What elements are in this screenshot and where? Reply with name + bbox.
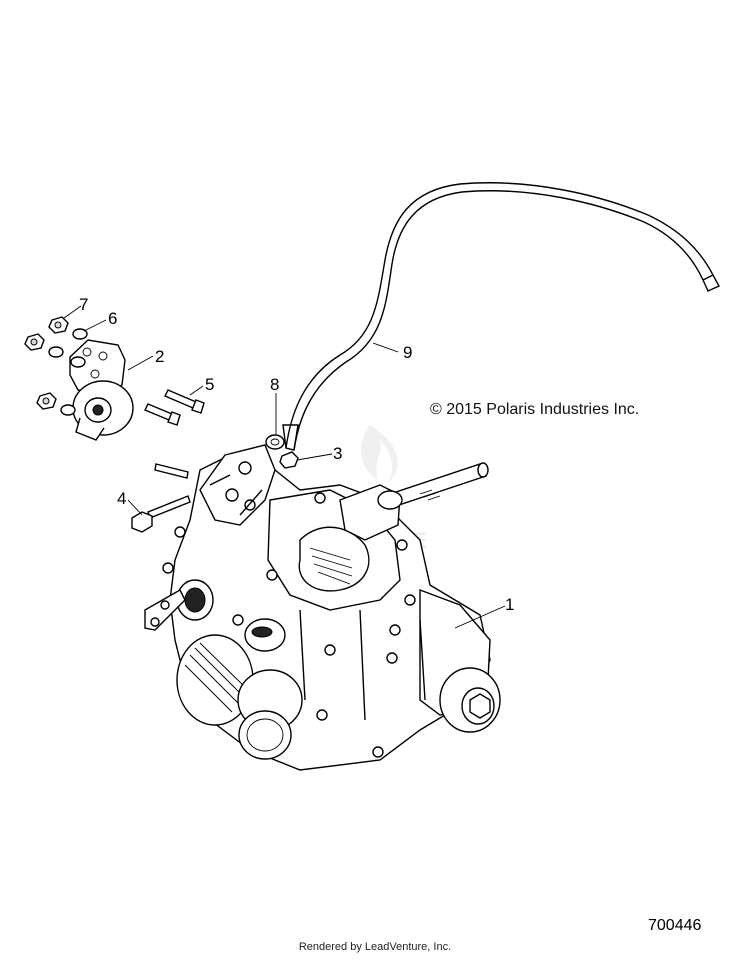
mount-bracket[interactable] xyxy=(69,339,134,441)
gear-position-sensor xyxy=(144,579,214,631)
leader-lines xyxy=(63,305,506,629)
flange-nuts[interactable] xyxy=(24,316,69,410)
transmission-housing[interactable] xyxy=(144,444,501,771)
callout-5: 5 xyxy=(205,375,214,394)
render-credit: Rendered by LeadVenture, Inc. xyxy=(298,941,452,953)
speed-sensor xyxy=(244,618,286,652)
callout-6: 6 xyxy=(108,309,117,328)
callout-9: 9 xyxy=(403,343,412,362)
callout-4: 4 xyxy=(117,489,126,508)
lock-washers[interactable] xyxy=(48,328,88,416)
callout-2: 2 xyxy=(155,347,164,366)
mount-bolt[interactable] xyxy=(131,463,191,533)
copyright-notice: © 2015 Polaris Industries Inc. xyxy=(430,401,640,418)
callout-7: 7 xyxy=(79,295,88,314)
callout-1: 1 xyxy=(505,595,514,614)
callout-3: 3 xyxy=(333,444,342,463)
callout-8: 8 xyxy=(270,375,279,394)
breather-fitting[interactable] xyxy=(265,434,299,469)
diagram-number: 700446 xyxy=(648,917,702,934)
breather-hose[interactable] xyxy=(282,182,720,451)
bracket-bolts[interactable] xyxy=(144,389,205,426)
